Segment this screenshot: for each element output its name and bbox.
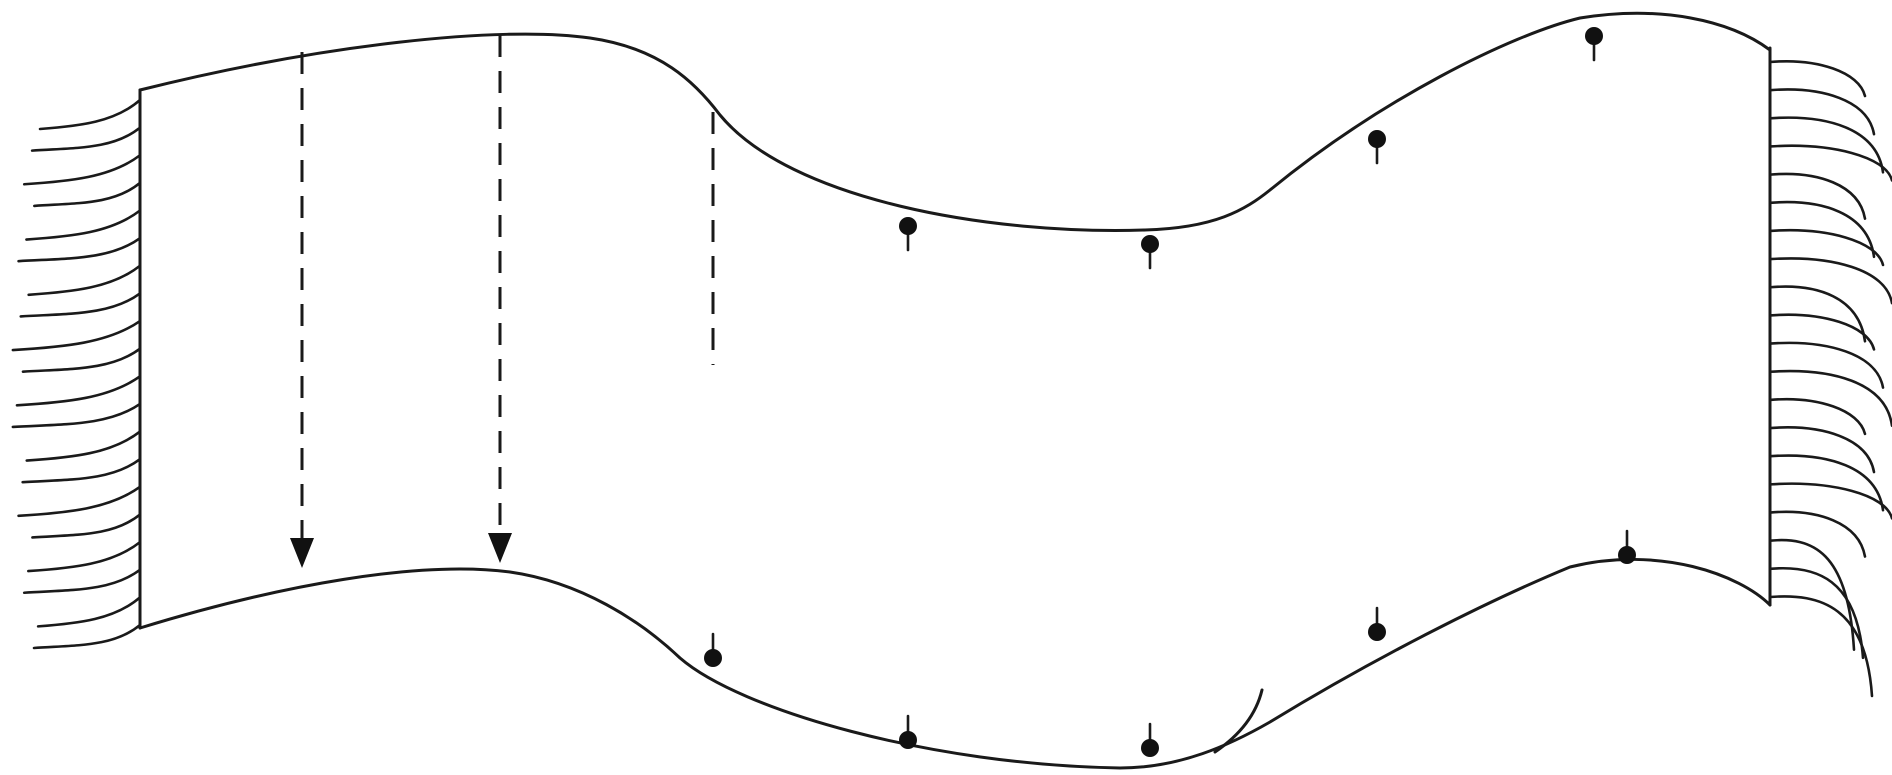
pin-marker (1368, 608, 1386, 641)
fringe-strand (23, 349, 140, 372)
fringe-strand (28, 542, 140, 571)
arrowhead (488, 533, 512, 563)
fringe-strand (1770, 146, 1892, 181)
fringe-strand (17, 376, 140, 405)
scarf-bottom-edge (140, 559, 1770, 768)
fringe-strand (32, 514, 140, 537)
fringe-strand (1770, 596, 1872, 696)
fringe-strand (27, 432, 140, 461)
pin-dot (1368, 623, 1386, 641)
fringe-strand (34, 625, 140, 648)
fringe-strand (23, 459, 140, 482)
pin-marker (1585, 27, 1603, 60)
fringe-strand (1770, 484, 1892, 519)
fringe-strand (38, 597, 140, 626)
dashed-guides (290, 35, 713, 568)
bottom-pin-markers (704, 531, 1636, 757)
arrowhead (290, 538, 314, 568)
top-pin-markers (899, 27, 1603, 268)
pin-marker (1141, 724, 1159, 757)
left-fringe (13, 100, 140, 648)
fringe-strand (26, 211, 140, 240)
pin-dot (1141, 235, 1159, 253)
scarf-body (140, 13, 1770, 768)
fringe-strand (32, 128, 140, 151)
fringe-strand (19, 487, 140, 516)
fringe-strand (21, 293, 140, 316)
pin-marker (1618, 531, 1636, 564)
pin-dot (1368, 130, 1386, 148)
pin-marker (899, 217, 917, 250)
fringe-strand (19, 238, 140, 261)
pin-marker (704, 634, 722, 667)
fringe-strand (1770, 89, 1874, 134)
fringe-strand (1770, 174, 1865, 219)
fringe-strand (1770, 540, 1854, 650)
fringe-strand (1770, 427, 1874, 472)
pin-dot (899, 731, 917, 749)
fringe-strand (29, 266, 140, 295)
pin-marker (899, 716, 917, 749)
fringe-strand (13, 321, 140, 350)
fringe-strand (40, 100, 140, 129)
scarf-top-edge (140, 13, 1770, 230)
pin-dot (1141, 739, 1159, 757)
pin-marker (1368, 130, 1386, 163)
pin-dot (899, 217, 917, 235)
right-fringe (1770, 61, 1892, 696)
pin-dot (704, 649, 722, 667)
fringe-strand (1770, 343, 1883, 388)
pin-marker (1141, 235, 1159, 268)
pin-dot (1618, 546, 1636, 564)
fringe-strand (13, 404, 140, 427)
fringe-strand (24, 570, 140, 593)
scarf-bottom-fold-crease (1215, 690, 1262, 752)
fringe-strand (24, 155, 140, 184)
pin-dot (1585, 27, 1603, 45)
fringe-strand (34, 183, 140, 206)
